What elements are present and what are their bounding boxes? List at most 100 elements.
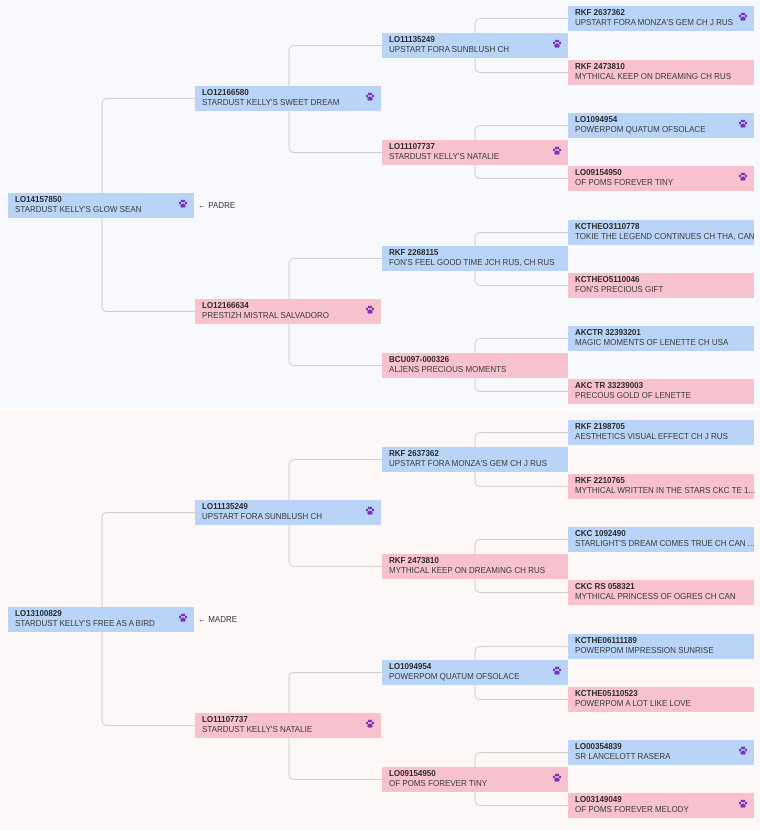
- paw-icon[interactable]: [365, 89, 375, 101]
- registration-number: LO14157850: [15, 195, 62, 204]
- registration-number: CKC 1092490: [575, 529, 626, 538]
- registration-number: LO13100829: [15, 609, 62, 618]
- registration-number: RKF 2198705: [575, 422, 625, 431]
- dog-name: MYTHICAL WRITTEN IN THE STARS CKC TE 1..…: [575, 486, 756, 495]
- dog-name: POWERPOM IMPRESSION SUNRISE: [575, 646, 714, 655]
- paw-icon[interactable]: [552, 770, 562, 782]
- registration-number: RKF 2268115: [389, 248, 439, 257]
- paw-icon[interactable]: [552, 663, 562, 675]
- dog-name: OF POMS FOREVER TINY: [575, 178, 674, 187]
- dog-name: STARDUST KELLY'S NATALIE: [389, 152, 500, 161]
- registration-number: LO09154950: [575, 168, 622, 177]
- paw-icon[interactable]: [738, 9, 748, 21]
- paw-icon[interactable]: [178, 610, 188, 622]
- paw-icon[interactable]: [738, 796, 748, 808]
- dog-name: SR LANCELOTT RASERA: [575, 752, 671, 761]
- registration-number: LO09154950: [389, 769, 436, 778]
- dog-name: POWERPOM QUATUM OFSOLACE: [575, 125, 706, 134]
- registration-number: LO12166580: [202, 88, 249, 97]
- dog-name: STARLIGHT'S DREAM COMES TRUE CH CAN ...: [575, 539, 755, 548]
- paw-icon[interactable]: [365, 503, 375, 515]
- dog-name: POWERPOM QUATUM OFSOLACE: [389, 672, 520, 681]
- dog-name: STARDUST KELLY'S SWEET DREAM: [202, 98, 340, 107]
- registration-number: LO11107737: [202, 715, 248, 724]
- paw-icon[interactable]: [552, 143, 562, 155]
- dog-name: UPSTART FORA SUNBLUSH CH: [202, 512, 323, 521]
- registration-number: KCTHEO3110778: [575, 222, 640, 231]
- dog-name: FON'S PRECIOUS GIFT: [575, 285, 664, 294]
- registration-number: LO11135249: [202, 502, 248, 511]
- registration-number: LO00354839: [575, 742, 622, 751]
- dog-name: UPSTART FORA SUNBLUSH CH: [389, 45, 510, 54]
- registration-number: LO03149049: [575, 795, 622, 804]
- madre-label: ← MADRE: [198, 615, 238, 624]
- dog-name: OF POMS FOREVER TINY: [389, 779, 488, 788]
- dog-name: MYTHICAL PRINCESS OF OGRES CH CAN: [575, 592, 736, 601]
- registration-number: LO11135249: [389, 35, 435, 44]
- registration-number: KCTHEO5110046: [575, 275, 640, 284]
- paw-icon[interactable]: [738, 743, 748, 755]
- dog-name: PRECOUS GOLD OF LENETTE: [575, 391, 692, 400]
- dog-name: MYTHICAL KEEP ON DREAMING CH RUS: [575, 72, 732, 81]
- registration-number: RKF 2210765: [575, 476, 625, 485]
- registration-number: AKC TR 33239003: [575, 381, 644, 390]
- registration-number: KCTHE06111189: [575, 636, 637, 645]
- registration-number: KCTHE05110523: [575, 689, 638, 698]
- registration-number: LO12166634: [202, 301, 249, 310]
- paw-icon[interactable]: [738, 116, 748, 128]
- paw-icon[interactable]: [365, 302, 375, 314]
- dog-name: FON'S FEEL GOOD TIME JCH RUS, CH RUS: [389, 258, 555, 267]
- padre-label: ← PADRE: [198, 201, 236, 210]
- registration-number: CKC RS 058321: [575, 582, 635, 591]
- dog-name: MAGIC MOMENTS OF LENETTE CH USA: [575, 338, 729, 347]
- paw-icon[interactable]: [365, 716, 375, 728]
- dog-name: OF POMS FOREVER MELODY: [575, 805, 689, 814]
- dog-name: ALJENS PRECIOUS MOMENTS: [389, 365, 507, 374]
- dog-name: STARDUST KELLY'S GLOW SEAN: [15, 205, 142, 214]
- paw-icon[interactable]: [178, 196, 188, 208]
- paw-icon[interactable]: [552, 36, 562, 48]
- dog-name: AESTHETICS VISUAL EFFECT CH J RUS: [575, 432, 728, 441]
- registration-number: RKF 2637362: [575, 8, 625, 17]
- registration-number: RKF 2473810: [575, 62, 625, 71]
- registration-number: AKCTR 32393201: [575, 328, 641, 337]
- paw-icon[interactable]: [738, 169, 748, 181]
- dog-name: UPSTART FORA MONZA'S GEM CH J RUS: [389, 459, 547, 468]
- dog-name: POWERPOM A LOT LIKE LOVE: [575, 699, 691, 708]
- registration-number: RKF 2473810: [389, 556, 439, 565]
- registration-number: RKF 2637362: [389, 449, 439, 458]
- dog-name: STARDUST KELLY'S FREE AS A BIRD: [15, 619, 155, 628]
- dog-name: MYTHICAL KEEP ON DREAMING CH RUS: [389, 566, 546, 575]
- dog-name: TOKIE THE LEGEND CONTINUES CH THA, CAN: [575, 232, 755, 241]
